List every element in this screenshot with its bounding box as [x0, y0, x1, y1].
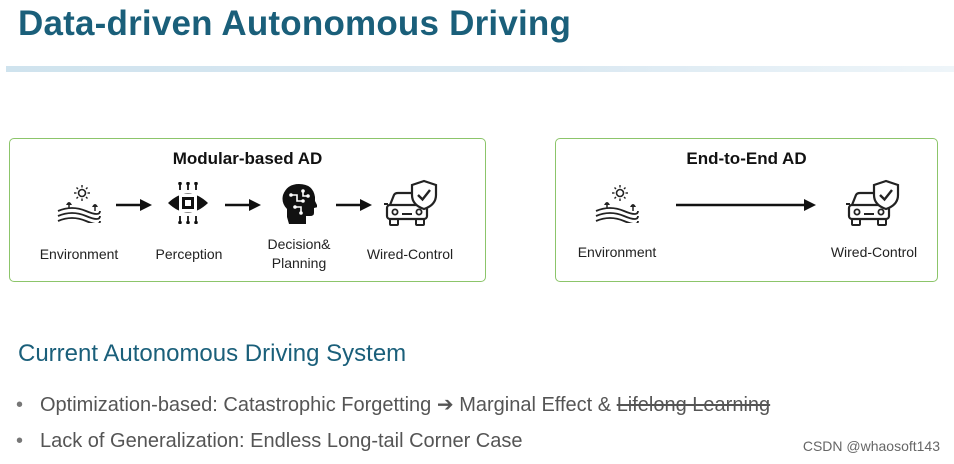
bullet-text-struck: Lifelong Learning	[616, 394, 771, 416]
arrow-env-to-control	[676, 199, 816, 211]
brain-head-icon	[282, 184, 317, 224]
bullet-item-optimization: • Optimization-based: Catastrophic Forget…	[16, 392, 770, 417]
landscape-icon	[57, 185, 101, 223]
node-label-wired-control: Wired-Control	[366, 246, 454, 262]
arrow-decision-to-control	[336, 199, 372, 211]
node-label-environment: Environment	[577, 244, 657, 260]
node-label-decision-planning: Decision& Planning	[267, 236, 331, 271]
watermark: CSDN @whaosoft143	[802, 438, 940, 454]
modular-ad-title: Modular-based AD	[172, 149, 323, 168]
title-divider	[6, 66, 954, 72]
end-to-end-ad-title: End-to-End AD	[686, 149, 807, 168]
section-title: Current Autonomous Driving System	[18, 340, 407, 367]
node-label-perception: Perception	[155, 246, 223, 262]
car-shield-icon	[384, 179, 438, 226]
end-to-end-ad-panel: End-to-End AD Environment Wire	[555, 138, 938, 282]
right-arrow-icon: ➔	[436, 394, 454, 416]
bullet-glyph: •	[16, 394, 24, 416]
bullet-text-middle: Marginal Effect &	[453, 394, 617, 416]
node-label-environment: Environment	[39, 246, 119, 262]
bullet-item-generalization: • Lack of Generalization: Endless Long-ta…	[16, 430, 522, 453]
bullet-glyph: •	[16, 430, 24, 452]
car-shield-icon	[846, 179, 900, 226]
bullet-text-prefix: Optimization-based: Catastrophic Forgett…	[40, 394, 432, 416]
bullet-text: Lack of Generalization: Endless Long-tai…	[40, 430, 523, 452]
node-label-wired-control: Wired-Control	[830, 244, 918, 260]
arrow-perception-to-decision	[225, 199, 261, 211]
modular-ad-panel: Modular-based AD	[9, 138, 486, 282]
chip-eye-icon	[168, 182, 208, 224]
page-title: Data-driven Autonomous Driving	[18, 4, 572, 43]
landscape-icon	[595, 185, 639, 223]
arrow-env-to-perception	[116, 199, 152, 211]
